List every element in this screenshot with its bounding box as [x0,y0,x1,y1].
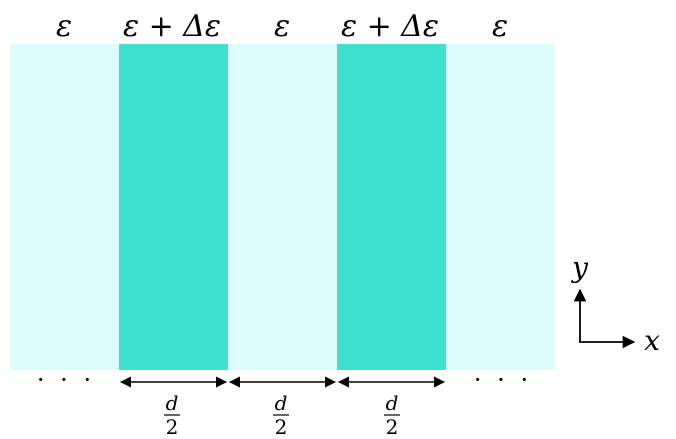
dimension-label-1: d 2 [164,391,180,439]
x-axis-label: x [644,324,660,357]
layer-high-eps-1 [119,44,228,370]
y-axis-label: y [570,251,589,284]
dimension-label-2: d 2 [273,391,289,439]
layer-label-1: ε [56,9,72,44]
layer-high-eps-2 [337,44,446,370]
dimension-3-denominator: 2 [386,415,399,439]
continuation-dots-right: · · · [474,366,532,394]
dimension-2-numerator: d [275,391,288,415]
coordinate-axes: y x [570,251,660,357]
dimension-3-numerator: d [386,391,399,415]
dimension-label-3: d 2 [384,391,400,439]
layer-background-3 [446,44,555,370]
dimension-1-denominator: 2 [166,415,179,439]
layer-background-2 [228,44,337,370]
layer-stack [10,44,555,370]
layer-label-3: ε [274,9,290,44]
dimension-2-denominator: 2 [275,415,288,439]
continuation-dots-left: · · · [37,366,95,394]
layer-labels: ε ε + Δε ε ε + Δε ε [56,9,508,44]
dimension-1-numerator: d [166,391,179,415]
layer-background-1 [10,44,119,370]
layer-label-4: ε + Δε [341,9,439,44]
layer-label-2: ε + Δε [123,9,221,44]
layer-label-5: ε [492,9,508,44]
